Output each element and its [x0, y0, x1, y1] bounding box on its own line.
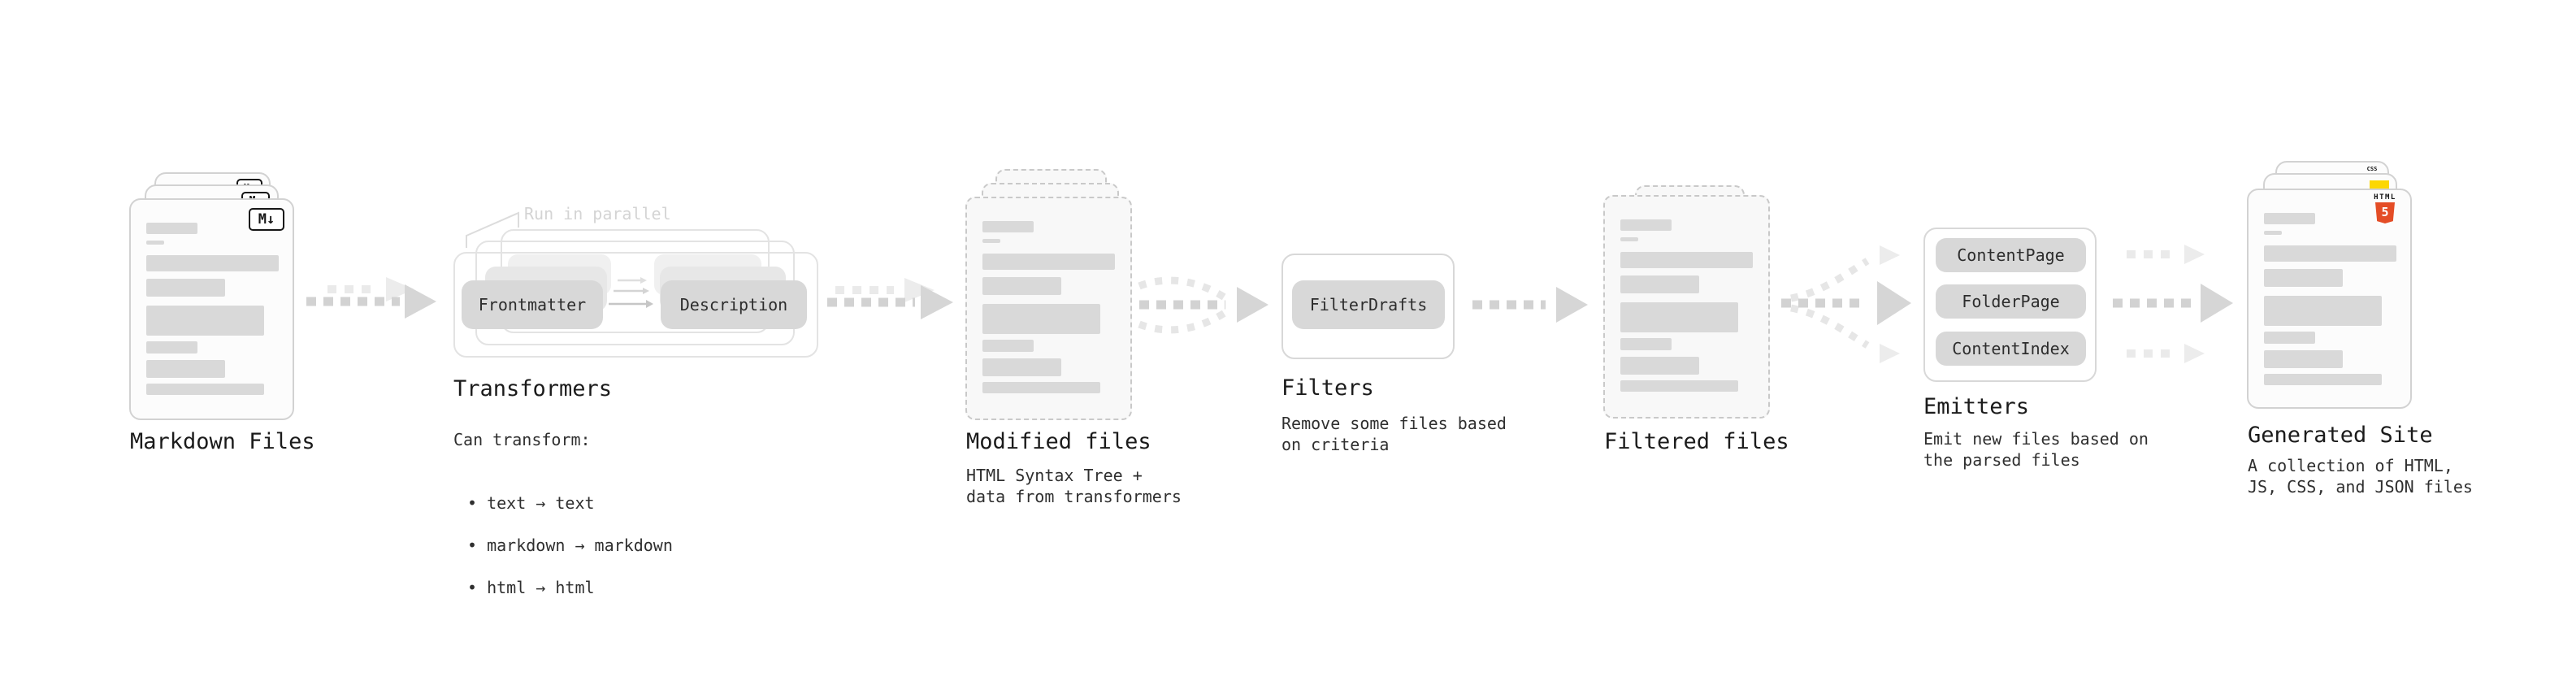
modified-files-description: HTML Syntax Tree + data from transformer…: [966, 466, 1182, 506]
emitters-title: Emitters: [1923, 394, 2030, 419]
frontmatter-transformer-pill: Frontmatter: [462, 280, 603, 329]
capability-item: • html → html: [467, 578, 595, 597]
capability-item: • markdown → markdown: [467, 536, 673, 555]
transformer-pill-arrows: [609, 277, 653, 308]
transformers-capabilities-list: • text → text • markdown → markdown • ht…: [453, 471, 673, 619]
transformers-desc-heading: Can transform:: [453, 430, 591, 449]
contentindex-emitter-pill: ContentIndex: [1936, 332, 2086, 366]
emitters-description: Emit new files based on the parsed files: [1923, 429, 2149, 470]
html5-icon: HTML 5: [2367, 193, 2403, 223]
modified-files-title: Modified files: [966, 429, 1151, 454]
text-placeholder-lines: [1620, 219, 1753, 392]
markdown-file-card-front: M↓: [129, 198, 294, 420]
arrow-filtered-to-emitters: [1781, 245, 1911, 363]
run-in-parallel-note: Run in parallel: [524, 204, 671, 223]
markdown-files-title: Markdown Files: [130, 429, 315, 454]
description-transformer-pill: Description: [661, 280, 807, 329]
filtered-file-card-front: [1603, 195, 1770, 419]
filtered-files-title: Filtered files: [1604, 429, 1789, 454]
arrow-modified-to-filters: [1138, 276, 1268, 334]
capability-item: • text → text: [467, 493, 595, 513]
text-placeholder-lines: [2264, 213, 2396, 385]
text-placeholder-lines: [146, 223, 279, 395]
contentpage-emitter-pill: ContentPage: [1936, 238, 2086, 272]
filterdrafts-pill: FilterDrafts: [1292, 280, 1445, 329]
filters-title: Filters: [1281, 375, 1374, 401]
modified-file-card-front: [965, 197, 1132, 420]
generated-site-title: Generated Site: [2248, 423, 2433, 448]
transformers-title: Transformers: [453, 376, 613, 401]
generated-site-description: A collection of HTML, JS, CSS, and JSON …: [2248, 456, 2473, 497]
transformers-description: Can transform: • text → text • markdown …: [453, 408, 673, 640]
arrow-transformers-to-modified: [827, 278, 953, 319]
js-icon: [2370, 180, 2389, 189]
text-placeholder-lines: [982, 221, 1115, 393]
folderpage-emitter-pill: FolderPage: [1936, 284, 2086, 319]
transformer-layer-box-front: [453, 252, 818, 358]
generated-html-card: HTML 5: [2247, 189, 2412, 409]
filters-description: Remove some files based on criteria: [1281, 414, 1507, 454]
run-in-parallel-leader-line: [466, 211, 519, 248]
arrow-emitters-to-generated: [2113, 245, 2233, 363]
arrow-filters-to-filtered: [1472, 287, 1588, 323]
markdown-icon: M↓: [249, 208, 284, 231]
arrow-markdown-to-transformers: [306, 277, 436, 319]
